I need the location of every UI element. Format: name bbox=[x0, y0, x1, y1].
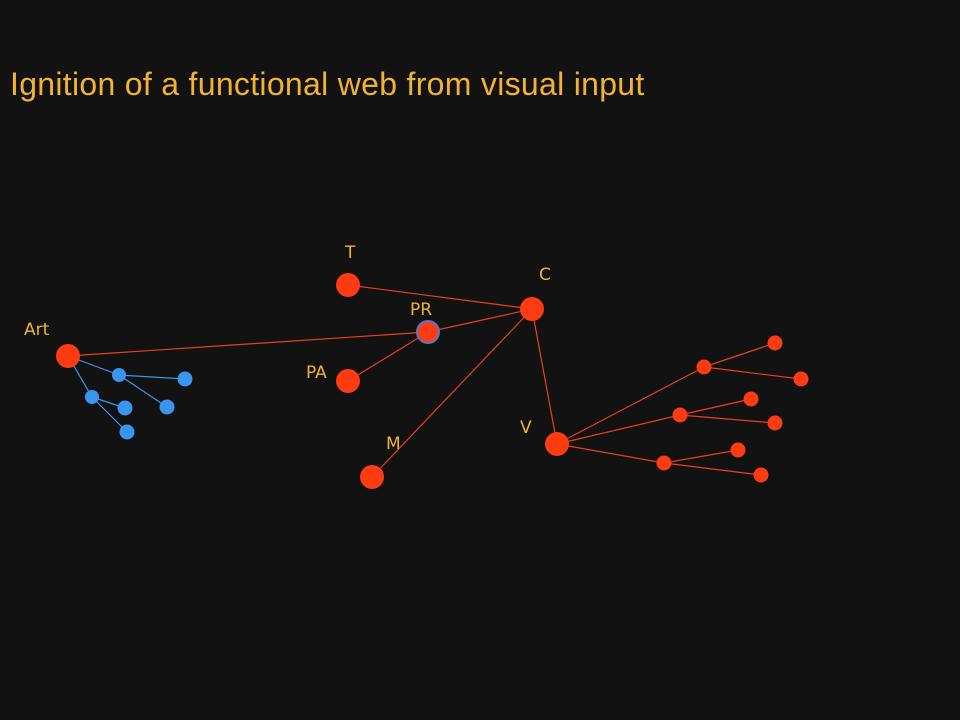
node-art bbox=[56, 344, 80, 368]
label-v: V bbox=[520, 418, 532, 438]
node-c bbox=[520, 297, 544, 321]
v-leaf-1 bbox=[767, 335, 783, 351]
edge-a2-l2 bbox=[91, 396, 128, 433]
node-v bbox=[545, 432, 569, 456]
label-pr: PR bbox=[410, 300, 432, 320]
v-branch-node-1 bbox=[696, 359, 712, 375]
edge-b1-l2 bbox=[703, 366, 802, 380]
label-m: M bbox=[386, 434, 401, 454]
edge-a1-l2 bbox=[118, 374, 168, 408]
v-leaf-3 bbox=[743, 391, 759, 407]
v-leaf-6 bbox=[753, 467, 769, 483]
edge-c-m bbox=[371, 308, 533, 478]
node-t bbox=[336, 273, 360, 297]
edge-b3-l1 bbox=[663, 449, 739, 464]
edge-b2-l2 bbox=[679, 414, 776, 424]
v-branch-node-3 bbox=[656, 455, 672, 471]
edge-b1-l1 bbox=[703, 342, 776, 368]
node-pr bbox=[416, 320, 440, 344]
edge-art-pr bbox=[67, 331, 429, 357]
label-t: T bbox=[344, 243, 356, 263]
slide-title: Ignition of a functional web from visual… bbox=[10, 66, 645, 102]
art-edges bbox=[67, 355, 186, 433]
art-node-a1 bbox=[112, 368, 126, 382]
art-leaf-1 bbox=[177, 371, 193, 387]
art-leaf-2 bbox=[159, 399, 175, 415]
edge-b3-l2 bbox=[663, 462, 762, 476]
active-nodes bbox=[56, 273, 809, 489]
edge-t-c bbox=[347, 284, 533, 310]
edge-v-b1 bbox=[556, 366, 705, 445]
edge-a1-l1 bbox=[118, 374, 186, 380]
edge-v-b3 bbox=[556, 443, 665, 464]
label-c: C bbox=[539, 265, 551, 285]
node-pa bbox=[336, 369, 360, 393]
v-leaf-5 bbox=[730, 442, 746, 458]
art-nodes bbox=[85, 368, 193, 440]
edge-c-v bbox=[531, 308, 558, 445]
v-leaf-4 bbox=[767, 415, 783, 431]
edge-pr-c bbox=[427, 308, 533, 333]
art-node-a2 bbox=[85, 390, 99, 404]
label-pa: PA bbox=[306, 363, 327, 383]
art-leaf-4 bbox=[119, 424, 135, 440]
active-edges bbox=[67, 284, 802, 478]
edge-pa-pr bbox=[347, 331, 429, 382]
label-art: Art bbox=[24, 320, 50, 340]
v-branch-node-2 bbox=[672, 407, 688, 423]
v-leaf-2 bbox=[793, 371, 809, 387]
node-m bbox=[360, 465, 384, 489]
node-labels: T C PR Art PA V M bbox=[24, 243, 551, 454]
art-leaf-3 bbox=[117, 400, 133, 416]
edge-b2-l1 bbox=[679, 398, 752, 416]
edge-v-b2 bbox=[556, 414, 681, 445]
